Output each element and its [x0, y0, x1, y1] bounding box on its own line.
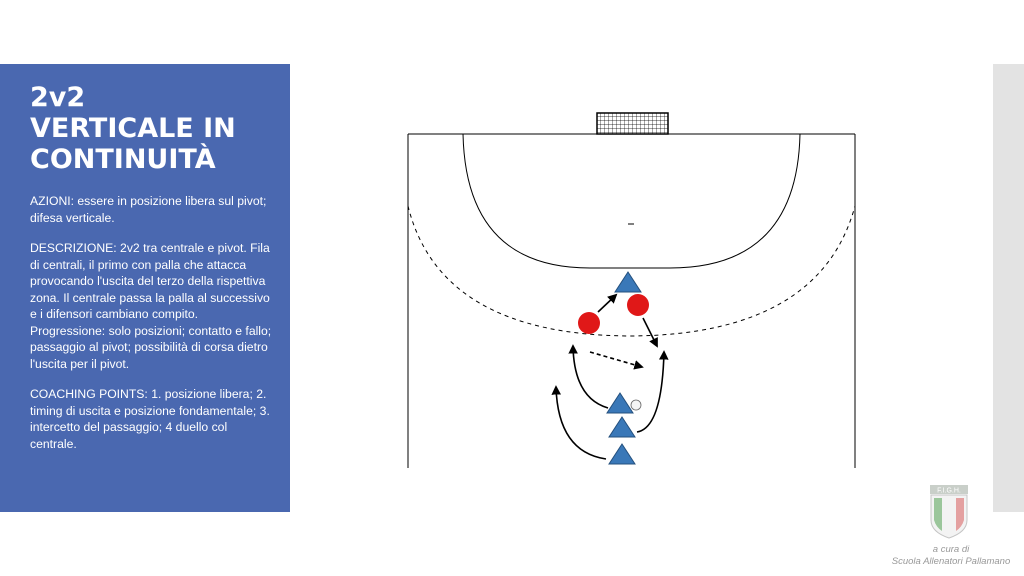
- title-line-1: 2v2: [30, 82, 86, 113]
- goal-area-line: [462, 133, 801, 269]
- coaching-points-text: COACHING POINTS: 1. posizione libera; 2.…: [30, 387, 270, 451]
- credit-text: a cura di Scuola Allenatori Pallamano: [880, 544, 1022, 568]
- logo-text: F.I.G.H.: [937, 488, 961, 495]
- info-panel: 2v2 VERTICALE IN CONTINUITÀ AZIONI: esse…: [0, 64, 290, 512]
- pivot-attacker-icon: [614, 271, 642, 293]
- descrizione-block: DESCRIZIONE: 2v2 tra centrale e pivot. F…: [30, 240, 272, 372]
- movement-arrow-defender-to-pivot: [597, 293, 618, 313]
- movement-arrow-attacker-3: [551, 385, 607, 460]
- defender-left-icon: [578, 312, 600, 334]
- progressione-text: Progressione: solo posizioni; contatto e…: [30, 323, 272, 371]
- goal-net: [596, 112, 669, 135]
- pass-arrow-dashed: [589, 351, 644, 370]
- handball-court-diagram: [407, 112, 856, 468]
- azioni-text: AZIONI: essere in posizione libera sul p…: [30, 194, 267, 225]
- attacker-1-icon: [606, 392, 634, 414]
- right-side-bar: [993, 64, 1024, 512]
- attacker-3-icon: [608, 443, 636, 465]
- free-throw-line: [407, 205, 856, 337]
- figh-logo: F.I.G.H.: [930, 485, 968, 539]
- attacker-2-icon: [608, 416, 636, 438]
- defender-right-icon: [627, 294, 649, 316]
- descrizione-text: DESCRIZIONE: 2v2 tra centrale e pivot. F…: [30, 241, 270, 321]
- ball-icon: [630, 399, 642, 411]
- title-line-2: VERTICALE IN: [30, 113, 236, 144]
- credit-line-1: a cura di: [932, 544, 970, 555]
- title-line-3: CONTINUITÀ: [30, 144, 216, 175]
- movement-arrow-pivot-exit: [636, 350, 669, 433]
- movement-arrow-attacker-1: [568, 344, 609, 409]
- credit-line-2: Scuola Allenatori Pallamano: [891, 556, 1011, 567]
- slide-title: 2v2 VERTICALE IN CONTINUITÀ: [30, 82, 272, 175]
- movement-arrow-defender-right: [642, 317, 658, 348]
